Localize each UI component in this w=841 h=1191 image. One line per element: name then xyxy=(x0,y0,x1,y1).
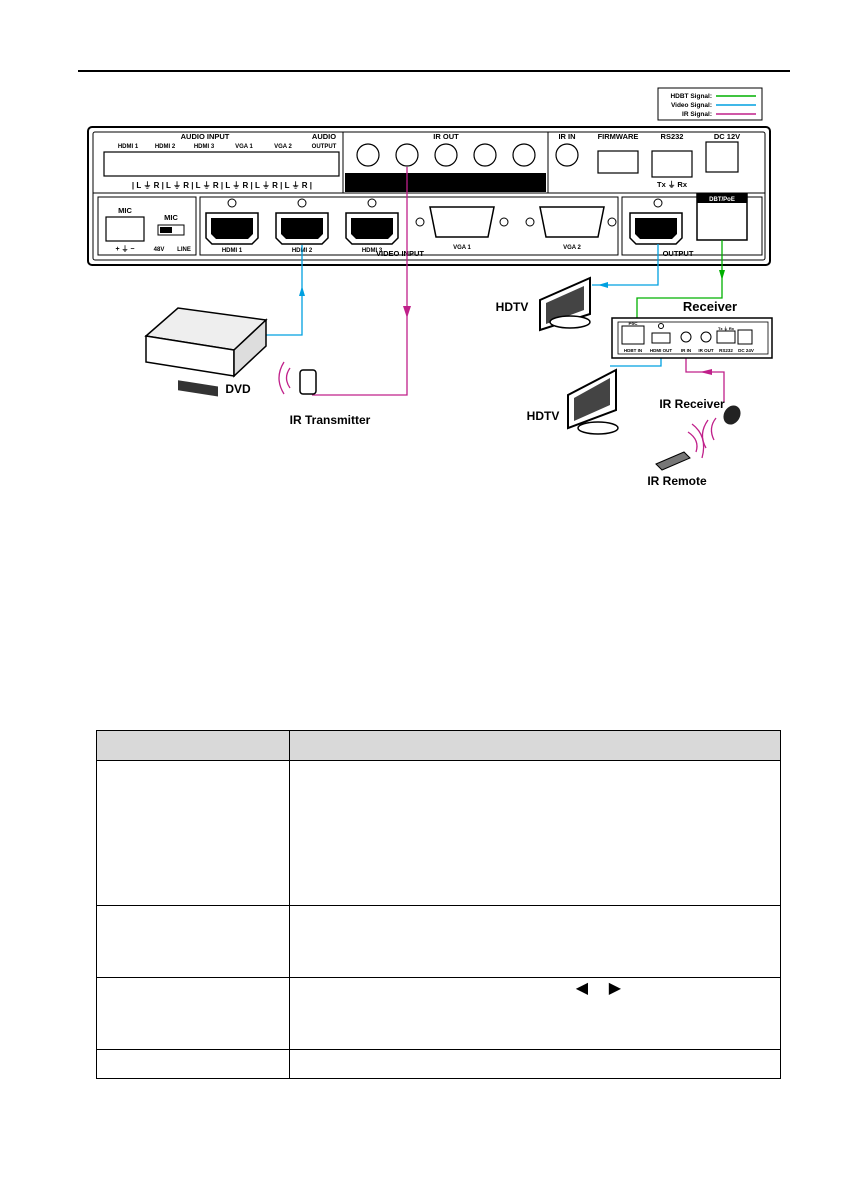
svg-text:IR IN: IR IN xyxy=(681,348,691,353)
hdtv-2-label: HDTV xyxy=(527,409,560,423)
legend-ir-label: IR Signal: xyxy=(682,111,712,118)
audio-in-hdmi3: HDMI 3 xyxy=(194,144,215,150)
svg-text:HDMI OUT: HDMI OUT xyxy=(650,348,672,353)
ir-remote-icon: IR Remote xyxy=(647,423,707,488)
rs232-label: RS232 xyxy=(661,132,684,141)
ir-remote-label: IR Remote xyxy=(647,474,707,488)
legend-hdbt-label: HDBT Signal: xyxy=(670,93,712,100)
audio-output-label-2: OUTPUT xyxy=(312,144,337,150)
table-cell: ◀ ▶ xyxy=(288,977,782,1050)
mic-pins: + ⏚ − xyxy=(115,245,134,253)
switcher-rear-panel: AUDIO INPUT AUDIO OUTPUT HDMI 1 HDMI 2 H… xyxy=(87,126,771,266)
header-rule xyxy=(78,70,790,72)
table-cell xyxy=(96,760,290,906)
hdtv-1-icon: HDTV xyxy=(496,276,591,332)
vga2-port xyxy=(539,206,605,238)
ir-out-port-2 xyxy=(395,143,419,167)
audio-in-hdmi1: HDMI 1 xyxy=(118,144,139,150)
rs232-txrx: Tx ⏚ Rx xyxy=(657,180,688,189)
dc-label: DC 12V xyxy=(714,132,740,141)
legend-video-label: Video Signal: xyxy=(671,102,712,109)
mic-switch-label: MIC xyxy=(164,213,178,222)
receiver-label: Receiver xyxy=(683,299,737,314)
ir-receiver-icon: IR Receiver xyxy=(659,397,741,449)
table-cell xyxy=(288,1049,782,1079)
dc-port xyxy=(705,141,739,173)
ir-out-port-4 xyxy=(473,143,497,167)
vga2-label: VGA 2 xyxy=(563,245,581,251)
audio-in-vga1: VGA 1 xyxy=(235,144,253,150)
connection-diagram: HDBT Signal: Video Signal: IR Signal: AU… xyxy=(87,87,773,488)
ir-out-port-3 xyxy=(434,143,458,167)
svg-text:IR OUT: IR OUT xyxy=(698,348,714,353)
table-header-cell-1 xyxy=(96,730,290,761)
ir-line-transmitter xyxy=(312,167,408,396)
audio-in-vga2: VGA 2 xyxy=(274,144,292,150)
ir-receiver-label: IR Receiver xyxy=(659,397,725,411)
output-label: OUTPUT xyxy=(663,249,694,258)
vga1-port xyxy=(429,206,495,238)
hdtv-2-icon: HDTV xyxy=(527,368,619,435)
mic-section xyxy=(97,196,197,256)
mic-terminal xyxy=(105,216,145,242)
svg-text:HDBT IN: HDBT IN xyxy=(624,348,642,353)
hdmi3-label: HDMI 3 xyxy=(362,248,383,254)
audio-in-hdmi2: HDMI 2 xyxy=(155,144,176,150)
mic-line: LINE xyxy=(177,247,191,253)
video-input-label: VIDEO INPUT xyxy=(376,249,424,258)
rs232-port xyxy=(651,150,693,178)
audio-input-label: AUDIO INPUT xyxy=(181,132,230,141)
hdmi1-label: HDMI 1 xyxy=(222,248,243,254)
ir-out-port-5 xyxy=(512,143,536,167)
table-cell xyxy=(96,977,290,1050)
ir-in-label: IR IN xyxy=(558,132,575,141)
vga1-label: VGA 1 xyxy=(453,245,471,251)
svg-text:Tx ⏚ Rx: Tx ⏚ Rx xyxy=(718,325,735,331)
firmware-label: FIRMWARE xyxy=(598,132,639,141)
table-header-row xyxy=(96,730,782,761)
audio-terminal-block xyxy=(103,151,340,177)
spec-table: ◀ ▶ xyxy=(96,730,782,1079)
left-arrow-icon: ◀ xyxy=(575,980,589,997)
mic-label: MIC xyxy=(118,206,132,215)
dvd-label: DVD xyxy=(225,382,251,396)
ir-out-port-1 xyxy=(356,143,380,167)
ir-in-port xyxy=(555,143,579,167)
ir-out-black-bar xyxy=(345,173,546,192)
video-line-hdtv1 xyxy=(592,244,659,286)
right-arrow-icon: ▶ xyxy=(608,980,622,997)
svg-text:RS232: RS232 xyxy=(719,348,733,353)
table-row xyxy=(96,760,782,906)
receiver-icon: Receiver PoC HDBT IN HDMI OUT IR IN IR O… xyxy=(611,299,773,359)
dbt-poe-label: DBT/PoE xyxy=(709,197,735,203)
table-row xyxy=(96,1049,782,1079)
table-cell xyxy=(288,905,782,978)
table-cell xyxy=(96,1049,290,1079)
firmware-port xyxy=(597,150,639,174)
ir-transmitter-icon: IR Transmitter xyxy=(278,361,371,427)
video-line-dvd xyxy=(258,245,303,336)
mic-48v: 48V xyxy=(154,247,165,253)
ir-transmitter-label: IR Transmitter xyxy=(290,413,371,427)
table-cell xyxy=(96,905,290,978)
table-row: ◀ ▶ xyxy=(96,977,782,1050)
hdbt-line-receiver xyxy=(636,240,723,318)
svg-text:PoC: PoC xyxy=(629,321,639,326)
svg-text:DC 24V: DC 24V xyxy=(738,348,754,353)
signal-legend: HDBT Signal: Video Signal: IR Signal: xyxy=(657,87,763,121)
table-cell xyxy=(288,760,782,906)
table-row xyxy=(96,905,782,978)
audio-lr-marks: | L ⏚ R | L ⏚ R | L ⏚ R | L ⏚ R | L ⏚ R … xyxy=(132,181,312,190)
dvd-player-icon: DVD xyxy=(144,307,268,397)
table-header-cell-2 xyxy=(288,730,782,761)
ir-out-label: IR OUT xyxy=(433,132,459,141)
hdtv-1-label: HDTV xyxy=(496,300,529,314)
audio-output-label: AUDIO xyxy=(312,132,336,141)
